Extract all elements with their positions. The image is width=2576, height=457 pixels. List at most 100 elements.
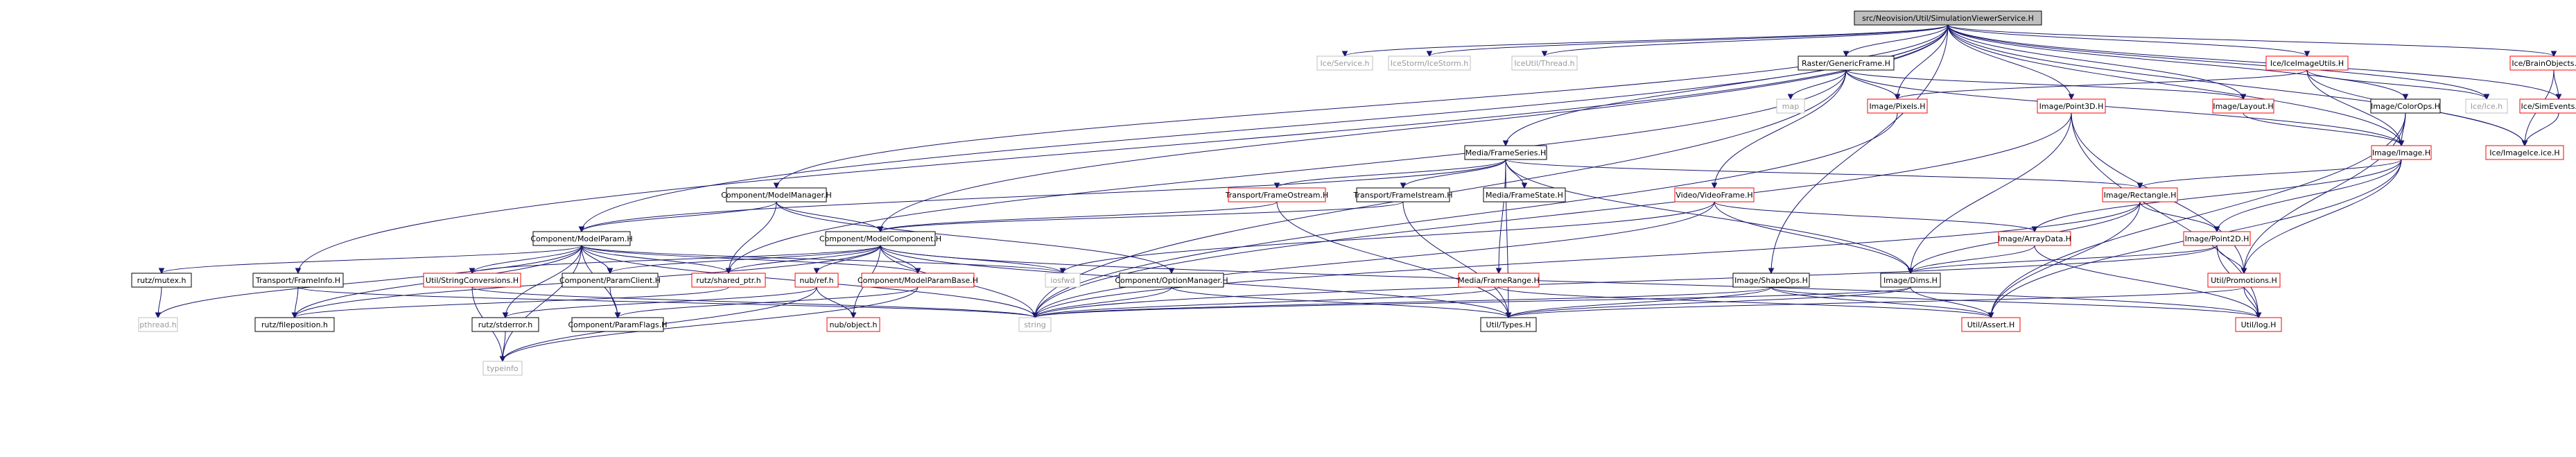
edge-line [161, 245, 582, 274]
node-box [2465, 98, 2508, 114]
node-box [1316, 55, 1373, 71]
dependency-edge-root-to-iceimageutils [1947, 24, 2310, 58]
edge-line [1171, 286, 1509, 318]
node-image-point2d[interactable]: Image/Point2D.H [2183, 231, 2251, 246]
node-image-layout[interactable]: Image/Layout.H [2212, 98, 2274, 114]
dependency-edge-frameostream-to-modelcomponent [877, 201, 1278, 233]
edge-line [776, 201, 1172, 274]
node-label: src/Neovision/Util/SimulationViewerServi… [1862, 14, 2034, 23]
dependency-edge-frameistream-to-modelcomponent [877, 201, 1404, 233]
node-iosfwd: iosfwd [1045, 273, 1081, 288]
edge-line [294, 286, 729, 318]
node-rutz-mutex[interactable]: rutz/mutex.h [131, 273, 192, 288]
node-modelmanager[interactable]: Component/ModelManager.H [721, 187, 832, 202]
node-label: Util/log.H [2241, 320, 2277, 329]
arrowhead [813, 268, 820, 275]
node-modelcomponent[interactable]: Component/ModelComponent.H [819, 231, 941, 246]
node-frameostream[interactable]: Transport/FrameOstream.H [1225, 187, 1329, 202]
node-frameistream[interactable]: Transport/FrameIstream.H [1352, 187, 1453, 202]
node-label: Transport/FrameOstream.H [1225, 191, 1329, 200]
edge-line [2034, 245, 2259, 318]
node-image-pixels[interactable]: Image/Pixels.H [1867, 98, 1928, 114]
node-media-frameseries[interactable]: Media/FrameSeries.H [1464, 145, 1547, 160]
arrowhead [2521, 140, 2528, 147]
node-framestate[interactable]: Media/FrameState.H [1483, 187, 1566, 202]
node-nub-object[interactable]: nub/object.h [826, 317, 880, 332]
edge-line [1947, 24, 2402, 146]
dependency-edge-image_rectangle-to-util_assert [1987, 201, 2141, 319]
edge-line [1508, 286, 1911, 318]
node-simevents[interactable]: Ice/SimEvents.ice.H [2519, 98, 2576, 114]
node-image-image[interactable]: Image/Image.H [2371, 145, 2432, 160]
node-modelparambase[interactable]: Component/ModelParamBase.H [858, 273, 978, 288]
node-image-rectangle[interactable]: Image/Rectangle.H [2102, 187, 2178, 202]
node-util-assert[interactable]: Util/Assert.H [1961, 317, 2021, 332]
edge-line [1276, 159, 1506, 189]
node-label: Image/Pixels.H [1869, 102, 1925, 111]
dependency-edge-image_shapeops-to-util_types [1505, 286, 1772, 319]
node-label: Component/ParamFlags.H [568, 320, 667, 329]
dependency-edge-videoframe-to-string [1032, 201, 1715, 319]
node-box [1119, 273, 1224, 288]
node-box [826, 317, 880, 332]
node-box [2371, 145, 2432, 160]
dependency-edge-root-to-ice_service [1341, 24, 1949, 58]
node-label: Image/ColorOps.H [2371, 102, 2440, 111]
node-util-promotions[interactable]: Util/Promotions.H [2207, 273, 2281, 288]
edge-line [2139, 159, 2402, 189]
node-image-point3d[interactable]: Image/Point3D.H [2037, 98, 2106, 114]
node-box [1732, 273, 1810, 288]
dependency-edge-media_frameseries-to-frameistream [1400, 159, 1506, 189]
node-rutz-stderror[interactable]: rutz/stderror.h [471, 317, 539, 332]
node-image-colorops[interactable]: Image/ColorOps.H [2370, 98, 2441, 114]
dependency-edge-media_framerange-to-util_assert [1498, 286, 1994, 319]
node-frameinfo[interactable]: Transport/FrameInfo.H [252, 273, 344, 288]
node-image-shapeops[interactable]: Image/ShapeOps.H [1732, 273, 1810, 288]
node-util-log[interactable]: Util/log.H [2235, 317, 2282, 332]
node-rutz-fileposition[interactable]: rutz/fileposition.h [254, 317, 335, 332]
arrowhead [1541, 51, 1548, 58]
edge-line [1947, 24, 2244, 100]
dependency-edge-nub_ref-to-rutz_stderror [502, 286, 817, 319]
node-root[interactable]: src/Neovision/Util/SimulationViewerServi… [1854, 10, 2042, 26]
edge-line [1034, 286, 1172, 318]
node-label: Component/ModelParam.H [530, 234, 632, 243]
edge-line [1034, 201, 2141, 318]
node-rutz-sharedptr[interactable]: rutz/shared_ptr.h [691, 273, 766, 288]
node-paramflags[interactable]: Component/ParamFlags.H [568, 317, 668, 332]
node-nub-ref[interactable]: nub/ref.h [794, 273, 839, 288]
node-imageice[interactable]: Ice/ImageIce.ice.H [2485, 145, 2564, 160]
arrowhead [2483, 94, 2490, 101]
node-media-framerange[interactable]: Media/FrameRange.H [1458, 273, 1540, 288]
node-brainobjects[interactable]: Ice/BrainObjects.ice.H [2509, 55, 2576, 71]
node-box [1798, 55, 1895, 71]
edge-line [581, 201, 777, 232]
node-image-arraydata[interactable]: Image/ArrayData.H [1998, 231, 2071, 246]
node-util-types[interactable]: Util/Types.H [1480, 317, 1537, 332]
node-iceutil-thread: IceUtil/Thread.h [1511, 55, 1578, 71]
node-stringconversions[interactable]: Util/StringConversions.H [423, 273, 521, 288]
node-box [482, 361, 523, 376]
node-image-dims[interactable]: Image/Dims.H [1880, 273, 1941, 288]
node-raster-genericframe[interactable]: Raster/GenericFrame.H [1798, 55, 1895, 71]
node-paramclient[interactable]: Component/ParamClient.H [559, 273, 661, 288]
node-modelparam[interactable]: Component/ModelParam.H [530, 231, 633, 246]
edge-line [1508, 286, 1772, 318]
node-videoframe[interactable]: Video/VideoFrame.H [1674, 187, 1755, 202]
node-label: Image/Dims.H [1883, 276, 1938, 285]
arrowhead [1168, 268, 1175, 275]
node-optionmanager[interactable]: Component/OptionManager.H [1115, 273, 1228, 288]
dependency-edge-stringconversions-to-string [471, 286, 1038, 319]
edge-line [1714, 69, 1847, 189]
node-label: Image/Point3D.H [2039, 102, 2104, 111]
edge-line [1508, 286, 2245, 318]
dependency-edge-image_colorops-to-util_assert [1987, 112, 2406, 319]
node-box [1776, 98, 1805, 114]
dependency-edge-root-to-iceutil_thread [1541, 24, 1949, 58]
node-label: rutz/stderror.h [478, 320, 532, 329]
arrowhead [877, 226, 884, 233]
node-label: rutz/shared_ptr.h [696, 276, 761, 285]
node-iceimageutils[interactable]: Ice/IceImageUtils.H [2265, 55, 2349, 71]
node-box [2235, 317, 2282, 332]
node-label: IceStorm/IceStorm.h [1391, 59, 1468, 68]
